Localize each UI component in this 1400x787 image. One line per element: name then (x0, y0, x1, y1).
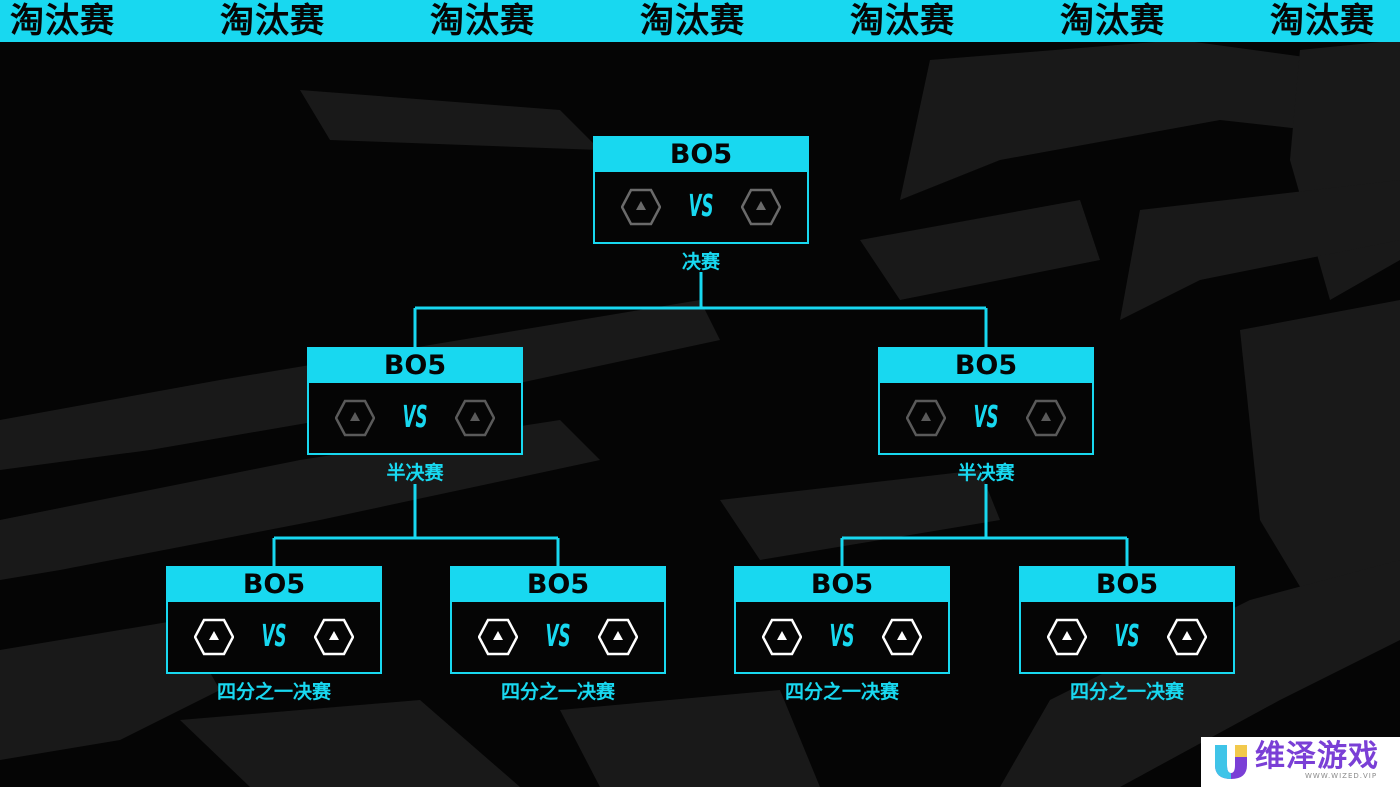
team-left-hexagon-icon (906, 398, 946, 438)
team-right-hexagon-icon (882, 617, 922, 657)
stage-label-semifinal: 半决赛 (386, 462, 444, 484)
watermark-name: 维泽游戏 (1255, 739, 1379, 774)
team-left-hexagon-icon (762, 617, 802, 657)
vs-label: VS (1114, 619, 1140, 654)
brand-shield-icon (1215, 745, 1247, 779)
team-left-hexagon-icon (194, 617, 234, 657)
team-left-hexagon-icon (1047, 617, 1087, 657)
stage-label-quarterfinal: 四分之一决赛 (784, 681, 899, 703)
match-format: BO5 (309, 349, 521, 383)
team-right-hexagon-icon (1026, 398, 1066, 438)
vs-label: VS (545, 619, 571, 654)
match-semifinal-right: BO5 VS (878, 347, 1094, 455)
vs-label: VS (688, 189, 714, 224)
vs-label: VS (261, 619, 287, 654)
stage-label-semifinal: 半决赛 (957, 462, 1015, 484)
team-right-hexagon-icon (1167, 617, 1207, 657)
banner-title: 淘汰赛 (850, 1, 955, 41)
match-format: BO5 (880, 349, 1092, 383)
match-quarterfinal-3: BO5 VS (734, 566, 950, 674)
match-quarterfinal-4: BO5 VS (1019, 566, 1235, 674)
team-left-hexagon-icon (335, 398, 375, 438)
team-right-hexagon-icon (314, 617, 354, 657)
match-format: BO5 (595, 138, 807, 172)
banner-title: 淘汰赛 (430, 1, 535, 41)
match-format: BO5 (452, 568, 664, 602)
watermark-url: WWW.WIZED.VIP (1305, 772, 1378, 780)
vs-label: VS (402, 400, 428, 435)
stage-label-quarterfinal: 四分之一决赛 (216, 681, 331, 703)
stage-label-final: 决赛 (681, 251, 720, 273)
banner-title: 淘汰赛 (1060, 1, 1165, 41)
match-final: BO5 VS (593, 136, 809, 244)
top-banner: 淘汰赛 淘汰赛 淘汰赛 淘汰赛 淘汰赛 淘汰赛 淘汰赛 (0, 0, 1400, 42)
vs-label: VS (973, 400, 999, 435)
team-right-hexagon-icon (598, 617, 638, 657)
team-left-hexagon-icon (478, 617, 518, 657)
match-format: BO5 (736, 568, 948, 602)
banner-title: 淘汰赛 (640, 1, 745, 41)
watermark-logo: 维泽游戏 WWW.WIZED.VIP (1201, 737, 1400, 787)
team-left-hexagon-icon (621, 187, 661, 227)
banner-title: 淘汰赛 (10, 1, 115, 41)
match-quarterfinal-2: BO5 VS (450, 566, 666, 674)
match-format: BO5 (1021, 568, 1233, 602)
banner-title: 淘汰赛 (220, 1, 325, 41)
stage-label-quarterfinal: 四分之一决赛 (1069, 681, 1184, 703)
match-semifinal-left: BO5 VS (307, 347, 523, 455)
team-right-hexagon-icon (455, 398, 495, 438)
vs-label: VS (829, 619, 855, 654)
match-quarterfinal-1: BO5 VS (166, 566, 382, 674)
team-right-hexagon-icon (741, 187, 781, 227)
banner-title: 淘汰赛 (1270, 1, 1375, 41)
stage-label-quarterfinal: 四分之一决赛 (500, 681, 615, 703)
match-format: BO5 (168, 568, 380, 602)
